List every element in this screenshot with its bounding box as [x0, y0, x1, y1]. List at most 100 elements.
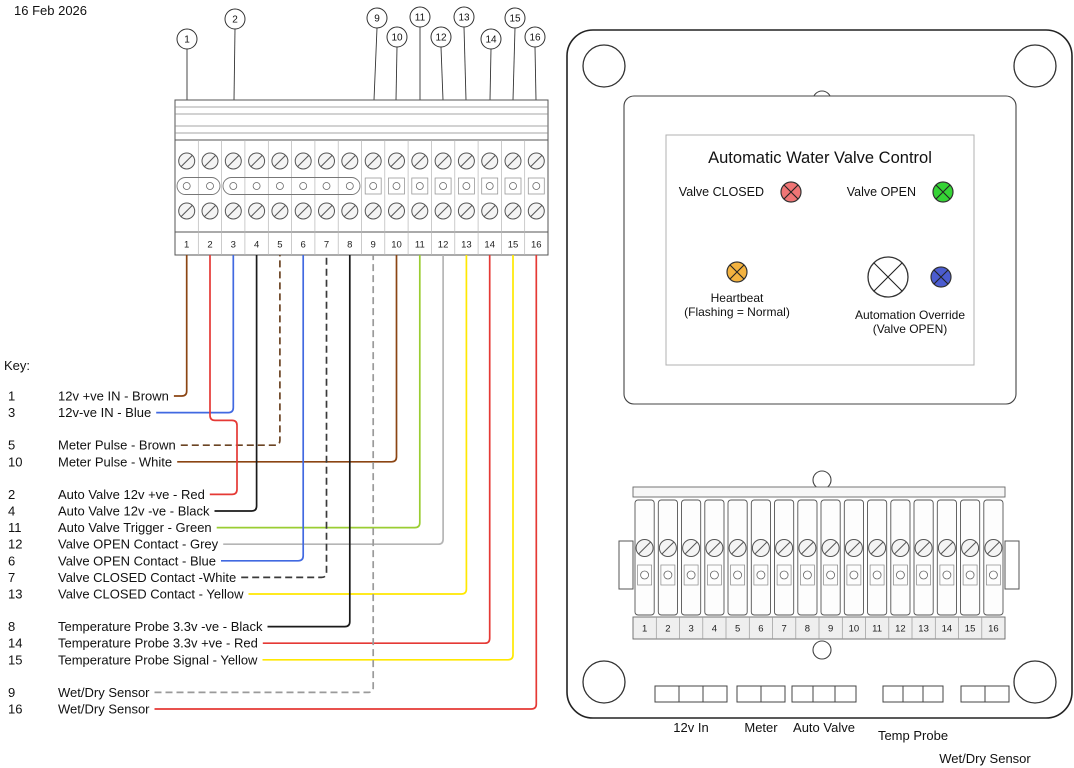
- terminal-number: 14: [484, 240, 495, 251]
- wire-terminal-1: [173, 255, 188, 397]
- terminal-clamp: [753, 564, 769, 586]
- clamp-pin: [989, 570, 998, 580]
- terminal-strip: [913, 499, 934, 616]
- terminal-number: 4: [712, 624, 717, 635]
- cable-entry-12v-in: [654, 685, 728, 703]
- jumper-pin: [229, 182, 238, 190]
- jumper-pin: [182, 182, 191, 190]
- screw-slot: [343, 205, 356, 217]
- screw-slot: [204, 205, 216, 217]
- terminal-strip: [936, 499, 957, 616]
- screw-slot: [390, 205, 403, 217]
- din-rail-top: [174, 99, 549, 141]
- callout-circle: [453, 6, 475, 28]
- callout-circle: [480, 28, 502, 50]
- wire-terminal-6: [221, 255, 305, 562]
- terminal-number: 9: [828, 624, 833, 635]
- lamp-cross-icon: [729, 264, 745, 280]
- terminal-number: 6: [301, 240, 306, 251]
- callout-number: 15: [509, 14, 521, 25]
- wire-terminal-3: [156, 255, 235, 414]
- panel-title: Automatic Water Valve Control: [708, 149, 932, 167]
- date-label: 16 Feb 2026: [14, 3, 87, 18]
- terminal-number: 16: [988, 624, 999, 635]
- cable-entry-auto-valve: [791, 685, 857, 703]
- callout-number: 2: [232, 15, 238, 26]
- terminal-clamp: [660, 564, 676, 586]
- callout-circle: [409, 6, 431, 28]
- screw-slot: [273, 205, 286, 217]
- terminal-strip: [820, 499, 841, 616]
- enclosure: Automatic Water Valve Control Valve CLOS…: [566, 29, 1073, 719]
- label-wet-dry-sensor: Wet/Dry Sensor: [939, 751, 1031, 766]
- key-label: Temperature Probe 3.3v -ve - Black: [58, 619, 263, 634]
- terminal-strip: [774, 499, 795, 616]
- label-meter: Meter: [744, 720, 778, 735]
- callout-circle: [524, 26, 546, 48]
- wire-terminal-13: [248, 255, 468, 595]
- terminal-clamp: [869, 564, 885, 586]
- screw-slot: [367, 155, 380, 167]
- terminal-clamp: [939, 564, 955, 586]
- led-valve-open: Valve OPEN: [847, 181, 954, 203]
- screw-slot: [250, 155, 263, 167]
- terminal-box: [411, 177, 429, 195]
- callout-number: 11: [415, 13, 426, 24]
- jumper-pin: [369, 182, 378, 190]
- terminal-dividers: [197, 140, 526, 255]
- terminal-number: 2: [665, 624, 670, 635]
- clamp-pin: [803, 570, 812, 580]
- led-valve-open-label: Valve OPEN: [847, 185, 916, 199]
- screw-slot: [367, 205, 380, 217]
- terminal-box: [457, 177, 475, 195]
- key-terminal-ref: 3: [8, 405, 15, 420]
- key-terminal-ref: 15: [8, 652, 22, 667]
- wire-terminal-14: [262, 255, 491, 645]
- screw-slot: [801, 541, 814, 555]
- automation-override: Automation Override (Valve OPEN): [855, 256, 965, 336]
- jumper-bar-1-2: [176, 177, 221, 195]
- corner-screw-top-left: [582, 44, 626, 88]
- screw-slot: [708, 541, 721, 555]
- key-terminal-ref: 14: [8, 636, 22, 651]
- terminal-number: 6: [758, 624, 763, 635]
- callout-circle: [430, 26, 452, 48]
- screw-slot: [963, 541, 977, 555]
- rail-screw-top: [812, 470, 832, 490]
- clamp-pin: [826, 570, 835, 580]
- terminal-strip: [797, 499, 818, 616]
- label-auto-valve: Auto Valve: [793, 720, 855, 735]
- callout-number: 16: [529, 33, 541, 44]
- screw-slot: [940, 541, 954, 555]
- terminal-number: 13: [918, 624, 929, 635]
- wire-terminal-12: [223, 255, 444, 546]
- terminal-strip: [890, 499, 911, 616]
- screw-slot: [297, 205, 310, 217]
- key-terminal-ref: 11: [8, 520, 22, 535]
- screw-slot: [777, 541, 791, 555]
- jumper-bar-3-8: [222, 177, 361, 195]
- jumper-pin: [485, 182, 494, 190]
- clamp-pin: [779, 570, 789, 580]
- wire-terminal-11: [216, 255, 421, 529]
- key-terminal-ref: 9: [8, 685, 15, 700]
- jumper-pin: [509, 182, 517, 190]
- terminal-strip: [634, 499, 655, 616]
- screw-slot: [227, 205, 240, 217]
- lamp-cross-icon: [873, 262, 903, 292]
- callout-number: 13: [458, 13, 470, 24]
- callout-number: 9: [374, 14, 380, 25]
- callout-circle: [176, 28, 198, 50]
- screw-slot: [227, 155, 240, 167]
- key-terminal-ref: 1: [8, 389, 15, 404]
- wire-terminal-7: [241, 255, 328, 579]
- callout-number: 10: [391, 33, 403, 44]
- terminal-strip: [750, 499, 771, 616]
- led-valve-closed: Valve CLOSED: [679, 181, 802, 203]
- corner-screw-bottom-right: [1013, 660, 1057, 704]
- screw-slot: [460, 205, 473, 217]
